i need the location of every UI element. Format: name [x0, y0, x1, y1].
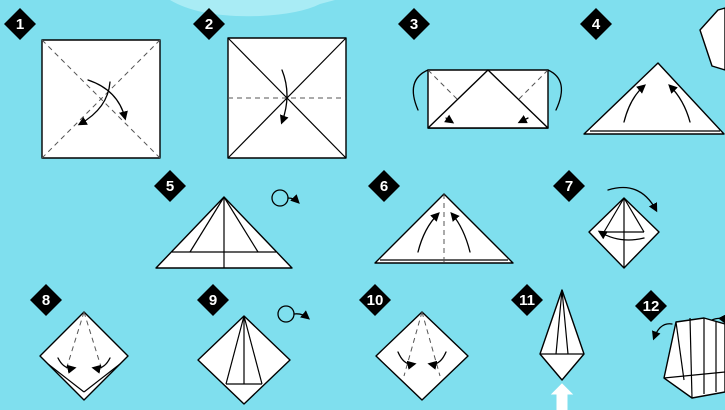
step-6 [375, 194, 513, 263]
cloud-decoration [170, 0, 335, 16]
step-2 [228, 38, 346, 158]
step-badge-3: 3 [398, 8, 430, 40]
step-8 [40, 312, 128, 400]
step-badge-9: 9 [197, 284, 229, 316]
step-badge-4: 4 [580, 8, 612, 40]
step-1 [42, 40, 160, 158]
step-number: 2 [205, 16, 213, 33]
step-badge-11: 11 [511, 284, 543, 316]
step-badge-12: 12 [635, 290, 667, 322]
step-12 [654, 318, 725, 398]
step-number: 3 [410, 16, 418, 33]
step-badge-10: 10 [359, 284, 391, 316]
step-5 [156, 190, 298, 268]
step-number: 12 [643, 298, 660, 315]
step-number: 10 [367, 292, 384, 309]
step-badge-1: 1 [4, 8, 36, 40]
step-badge-6: 6 [368, 170, 400, 202]
step-number: 11 [519, 292, 535, 309]
step-badge-5: 5 [154, 170, 186, 202]
step-number: 1 [16, 16, 24, 33]
step-11 [540, 290, 584, 410]
step-number: 7 [565, 178, 573, 195]
step-7 [589, 188, 659, 269]
step-3 [413, 70, 561, 128]
step-10 [376, 312, 468, 400]
step-number: 9 [209, 292, 217, 309]
step-4 [584, 63, 724, 134]
finished-flower-partial [700, 8, 725, 70]
up-arrow-icon [552, 384, 572, 410]
step-number: 4 [592, 16, 601, 33]
step-9 [198, 306, 308, 404]
step-number: 6 [380, 178, 388, 195]
step-badge-7: 7 [553, 170, 585, 202]
step-badge-8: 8 [30, 284, 62, 316]
step-number: 5 [166, 178, 174, 195]
step-number: 8 [42, 292, 50, 309]
